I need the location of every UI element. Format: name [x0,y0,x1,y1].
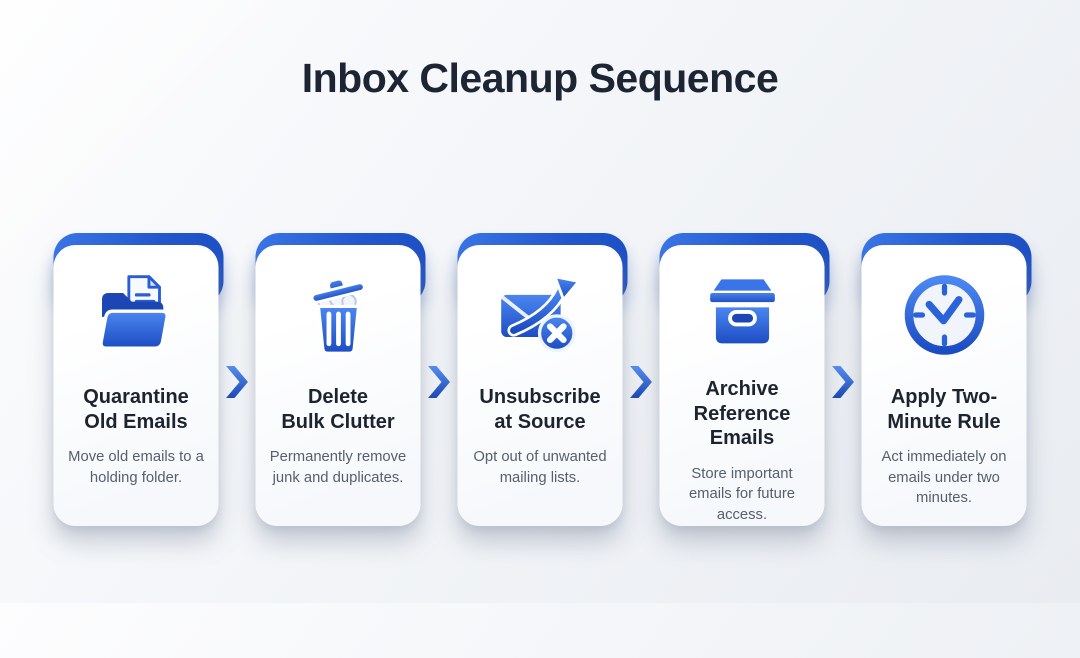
page-title: Inbox Cleanup Sequence [301,55,779,101]
step-description: Store important emails for future access… [688,465,796,523]
step-title: Archive Reference Emails [693,378,791,449]
step-card-quarantine: Quarantine Old Emails Move old emails to… [53,233,224,526]
step-card-delete: Delete Bulk Clutter Permanently remove j… [255,233,426,526]
folder-icon [90,265,182,365]
step-description: Move old emails to a holding folder. [68,449,204,486]
step-card-archive: Archive Reference Emails Store important… [659,233,830,526]
unsubscribe-email-icon [494,265,586,365]
steps-row: Quarantine Old Emails Move old emails to… [53,233,1032,526]
archive-box-icon [696,265,788,357]
step-description: Act immediately on emails under two minu… [881,449,1007,506]
clock-icon [898,265,990,365]
step-title: Delete Bulk Clutter [281,386,395,433]
step-title: Quarantine Old Emails [83,386,189,433]
step-description: Opt out of unwanted mailing lists. [473,449,607,486]
step-description: Permanently remove junk and duplicates. [269,449,407,486]
chevron-right-icon [219,362,256,402]
step-card-two-minute-rule: Apply Two- Minute Rule Act immediately o… [861,233,1032,526]
chevron-right-icon [421,362,458,402]
chevron-right-icon [623,362,660,402]
trash-icon [292,265,384,365]
step-title: Apply Two- Minute Rule [887,386,1001,433]
chevron-right-icon [825,362,862,402]
step-card-unsubscribe: Unsubscribe at Source Opt out of unwante… [457,233,628,526]
step-title: Unsubscribe at Source [479,386,601,433]
